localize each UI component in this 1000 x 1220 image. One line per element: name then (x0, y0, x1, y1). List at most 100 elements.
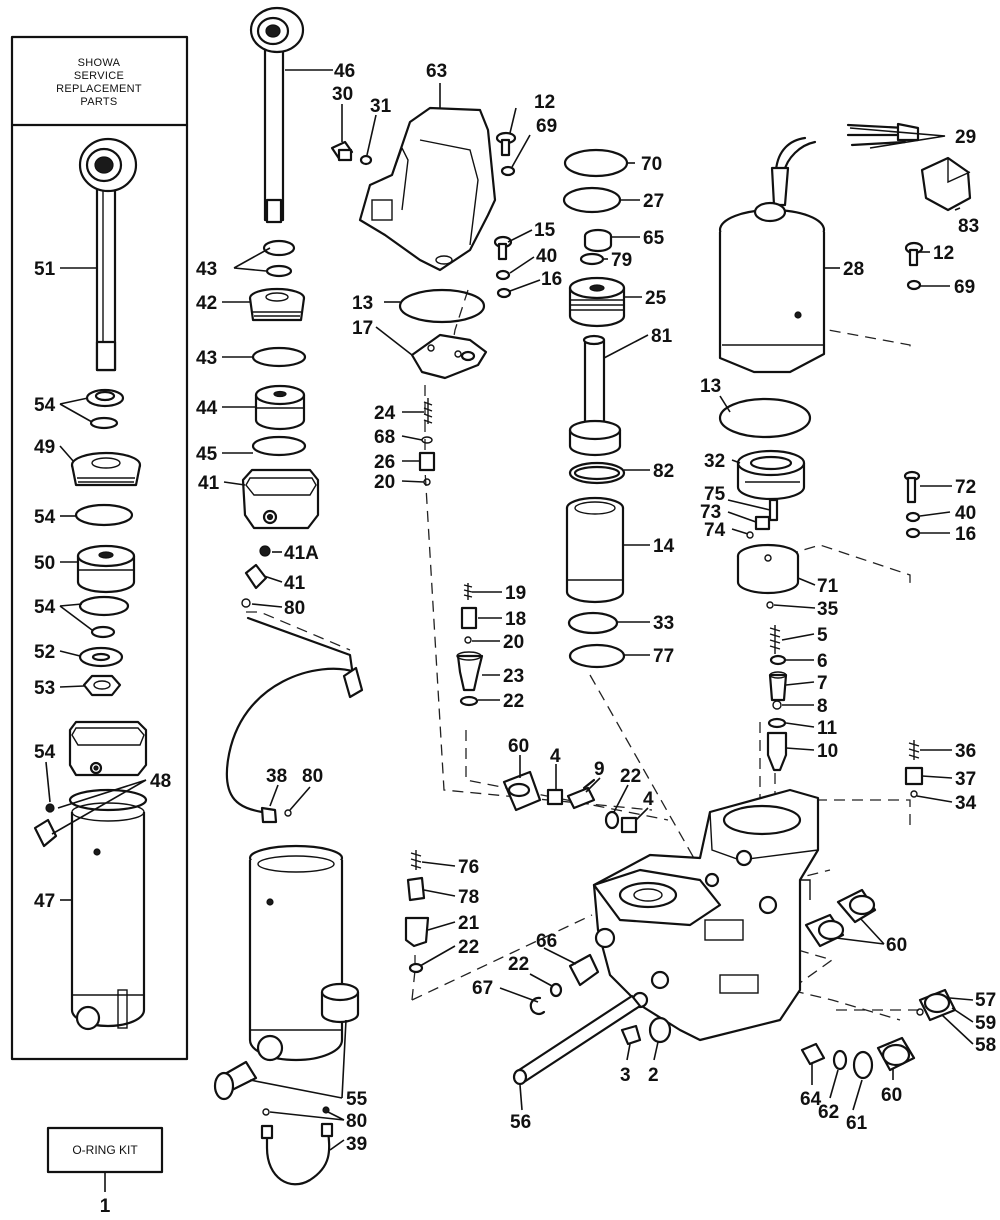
callout-15: 15 (534, 220, 556, 241)
callout-79: 79 (611, 250, 632, 271)
callout-labels: 46 63 30 31 12 69 70 29 27 83 15 65 40 7… (34, 61, 996, 1155)
callout-5: 5 (817, 625, 828, 646)
callout-11: 11 (817, 718, 838, 739)
callout-23: 23 (503, 666, 524, 687)
callout-60-a: 60 (508, 736, 529, 757)
callout-31: 31 (370, 96, 392, 117)
callout-62: 62 (818, 1102, 839, 1123)
panel-header-line-1: SHOWA (78, 57, 121, 69)
callout-6: 6 (817, 651, 828, 672)
callout-41-a: 41 (198, 473, 220, 494)
callout-46: 46 (334, 61, 355, 82)
callout-24: 24 (374, 403, 396, 424)
kit-callout: 1 (100, 1196, 111, 1217)
callout-43-b: 43 (196, 348, 217, 369)
part-49-gland-nut (70, 451, 142, 487)
callout-54-c: 54 (34, 597, 56, 618)
callout-22-d: 22 (508, 954, 529, 975)
callout-2: 2 (648, 1065, 659, 1086)
callout-57: 57 (975, 990, 996, 1011)
callout-72: 72 (955, 477, 976, 498)
callout-47: 47 (34, 891, 55, 912)
panel-header-line-4: PARTS (80, 96, 117, 108)
callout-7: 7 (817, 673, 828, 694)
part-50-piston (76, 544, 136, 594)
o-ring-kit: O-RING KIT 1 (46, 1126, 164, 1217)
callout-22-a: 22 (503, 691, 524, 712)
callout-48: 48 (150, 771, 171, 792)
callout-81: 81 (651, 326, 673, 347)
callout-45: 45 (196, 444, 218, 465)
showa-panel: SHOWA SERVICE REPLACEMENT PARTS (10, 35, 189, 1061)
callout-13-a: 13 (352, 293, 373, 314)
part-65-insert (583, 228, 613, 253)
callout-44: 44 (196, 398, 218, 419)
callout-10: 10 (817, 741, 838, 762)
callout-30: 30 (332, 84, 353, 105)
panel-header-line-2: SERVICE (74, 70, 124, 82)
callout-55: 55 (346, 1089, 368, 1110)
callout-64: 64 (800, 1089, 822, 1110)
callout-29: 29 (955, 127, 976, 148)
callout-76: 76 (458, 857, 479, 878)
callout-51: 51 (34, 259, 56, 280)
callout-19: 19 (505, 583, 526, 604)
callout-18: 18 (505, 609, 526, 630)
callout-38: 38 (266, 766, 287, 787)
part-48-cylinder-cap (68, 720, 148, 777)
callout-42: 42 (196, 293, 217, 314)
callout-73: 73 (700, 502, 721, 523)
callout-56: 56 (510, 1112, 531, 1133)
callout-9: 9 (594, 759, 605, 780)
callout-80-a: 80 (284, 598, 305, 619)
callout-16-b: 16 (955, 524, 976, 545)
part-81-free-piston (568, 334, 622, 457)
callout-49: 49 (34, 437, 55, 458)
callout-60-b: 60 (886, 935, 907, 956)
callout-3: 3 (620, 1065, 631, 1086)
callout-20-a: 20 (374, 472, 395, 493)
part-25-piston (568, 276, 626, 328)
callout-67: 67 (472, 978, 493, 999)
callout-40-b: 40 (955, 503, 976, 524)
tilt-cylinder-group (213, 6, 364, 1186)
callout-16: 16 (541, 269, 562, 290)
callout-50: 50 (34, 553, 55, 574)
callout-39: 39 (346, 1134, 367, 1155)
callout-12-b: 12 (933, 243, 954, 264)
callout-65: 65 (643, 228, 665, 249)
part-71-valve-body (736, 543, 800, 595)
kit-label: O-RING KIT (72, 1143, 138, 1157)
part-28-motor (718, 122, 920, 374)
callout-26: 26 (374, 452, 395, 473)
callout-25: 25 (645, 288, 667, 309)
callout-22-b: 22 (620, 766, 641, 787)
callout-80-b: 80 (302, 766, 323, 787)
callout-77: 77 (653, 646, 674, 667)
callout-60-c: 60 (881, 1085, 902, 1106)
callout-54-a: 54 (34, 395, 56, 416)
manifold-body (592, 788, 820, 1042)
part-47-cylinder (68, 788, 148, 1031)
callout-4-a: 4 (550, 746, 561, 767)
callout-27: 27 (643, 191, 664, 212)
callout-75: 75 (704, 484, 726, 505)
part-14-sleeve (565, 496, 625, 604)
callout-71: 71 (817, 576, 839, 597)
callout-14: 14 (653, 536, 675, 557)
callout-22-c: 22 (458, 937, 479, 958)
callout-69: 69 (536, 116, 557, 137)
callout-37: 37 (955, 769, 976, 790)
callout-40: 40 (536, 246, 557, 267)
callout-17: 17 (352, 318, 373, 339)
part-63-housing (358, 106, 497, 272)
callout-28: 28 (843, 259, 864, 280)
callout-82: 82 (653, 461, 674, 482)
callout-8: 8 (817, 696, 828, 717)
callout-13-b: 13 (700, 376, 721, 397)
callout-33: 33 (653, 613, 674, 634)
callout-43-a: 43 (196, 259, 217, 280)
callout-41a: 41A (284, 543, 319, 564)
